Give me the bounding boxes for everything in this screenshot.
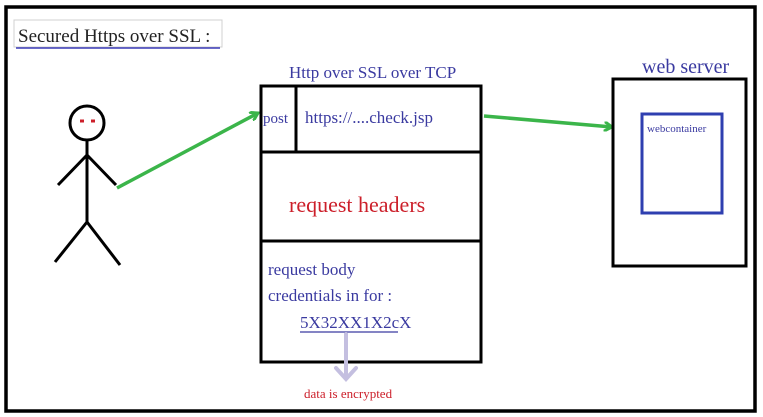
- headers-label: request headers: [289, 192, 425, 217]
- annotation-label: data is encrypted: [304, 386, 393, 401]
- diagram-title: Secured Https over SSL :: [18, 26, 210, 47]
- method-label: post: [263, 111, 289, 127]
- request-arrow: [116, 113, 258, 190]
- container-label: webcontainer: [647, 123, 707, 135]
- outer-frame: [4, 5, 757, 413]
- server-arrow: [483, 114, 612, 127]
- title-group: Secured Https over SSL :: [13, 19, 223, 49]
- annotation-arrow-icon: [334, 332, 358, 382]
- encrypted-value: 5X32XX1X2cX: [300, 313, 411, 332]
- body-label: request body: [268, 260, 356, 279]
- packet-heading: Http over SSL over TCP: [289, 63, 456, 82]
- request-packet: [259, 84, 483, 364]
- web-container-box: [640, 112, 724, 215]
- url-label: https://....check.jsp: [305, 108, 433, 127]
- credentials-label: credentials in for :: [268, 286, 392, 305]
- server-label: web server: [642, 56, 730, 78]
- web-server-box: [611, 77, 748, 268]
- stick-figure-icon: [53, 104, 122, 266]
